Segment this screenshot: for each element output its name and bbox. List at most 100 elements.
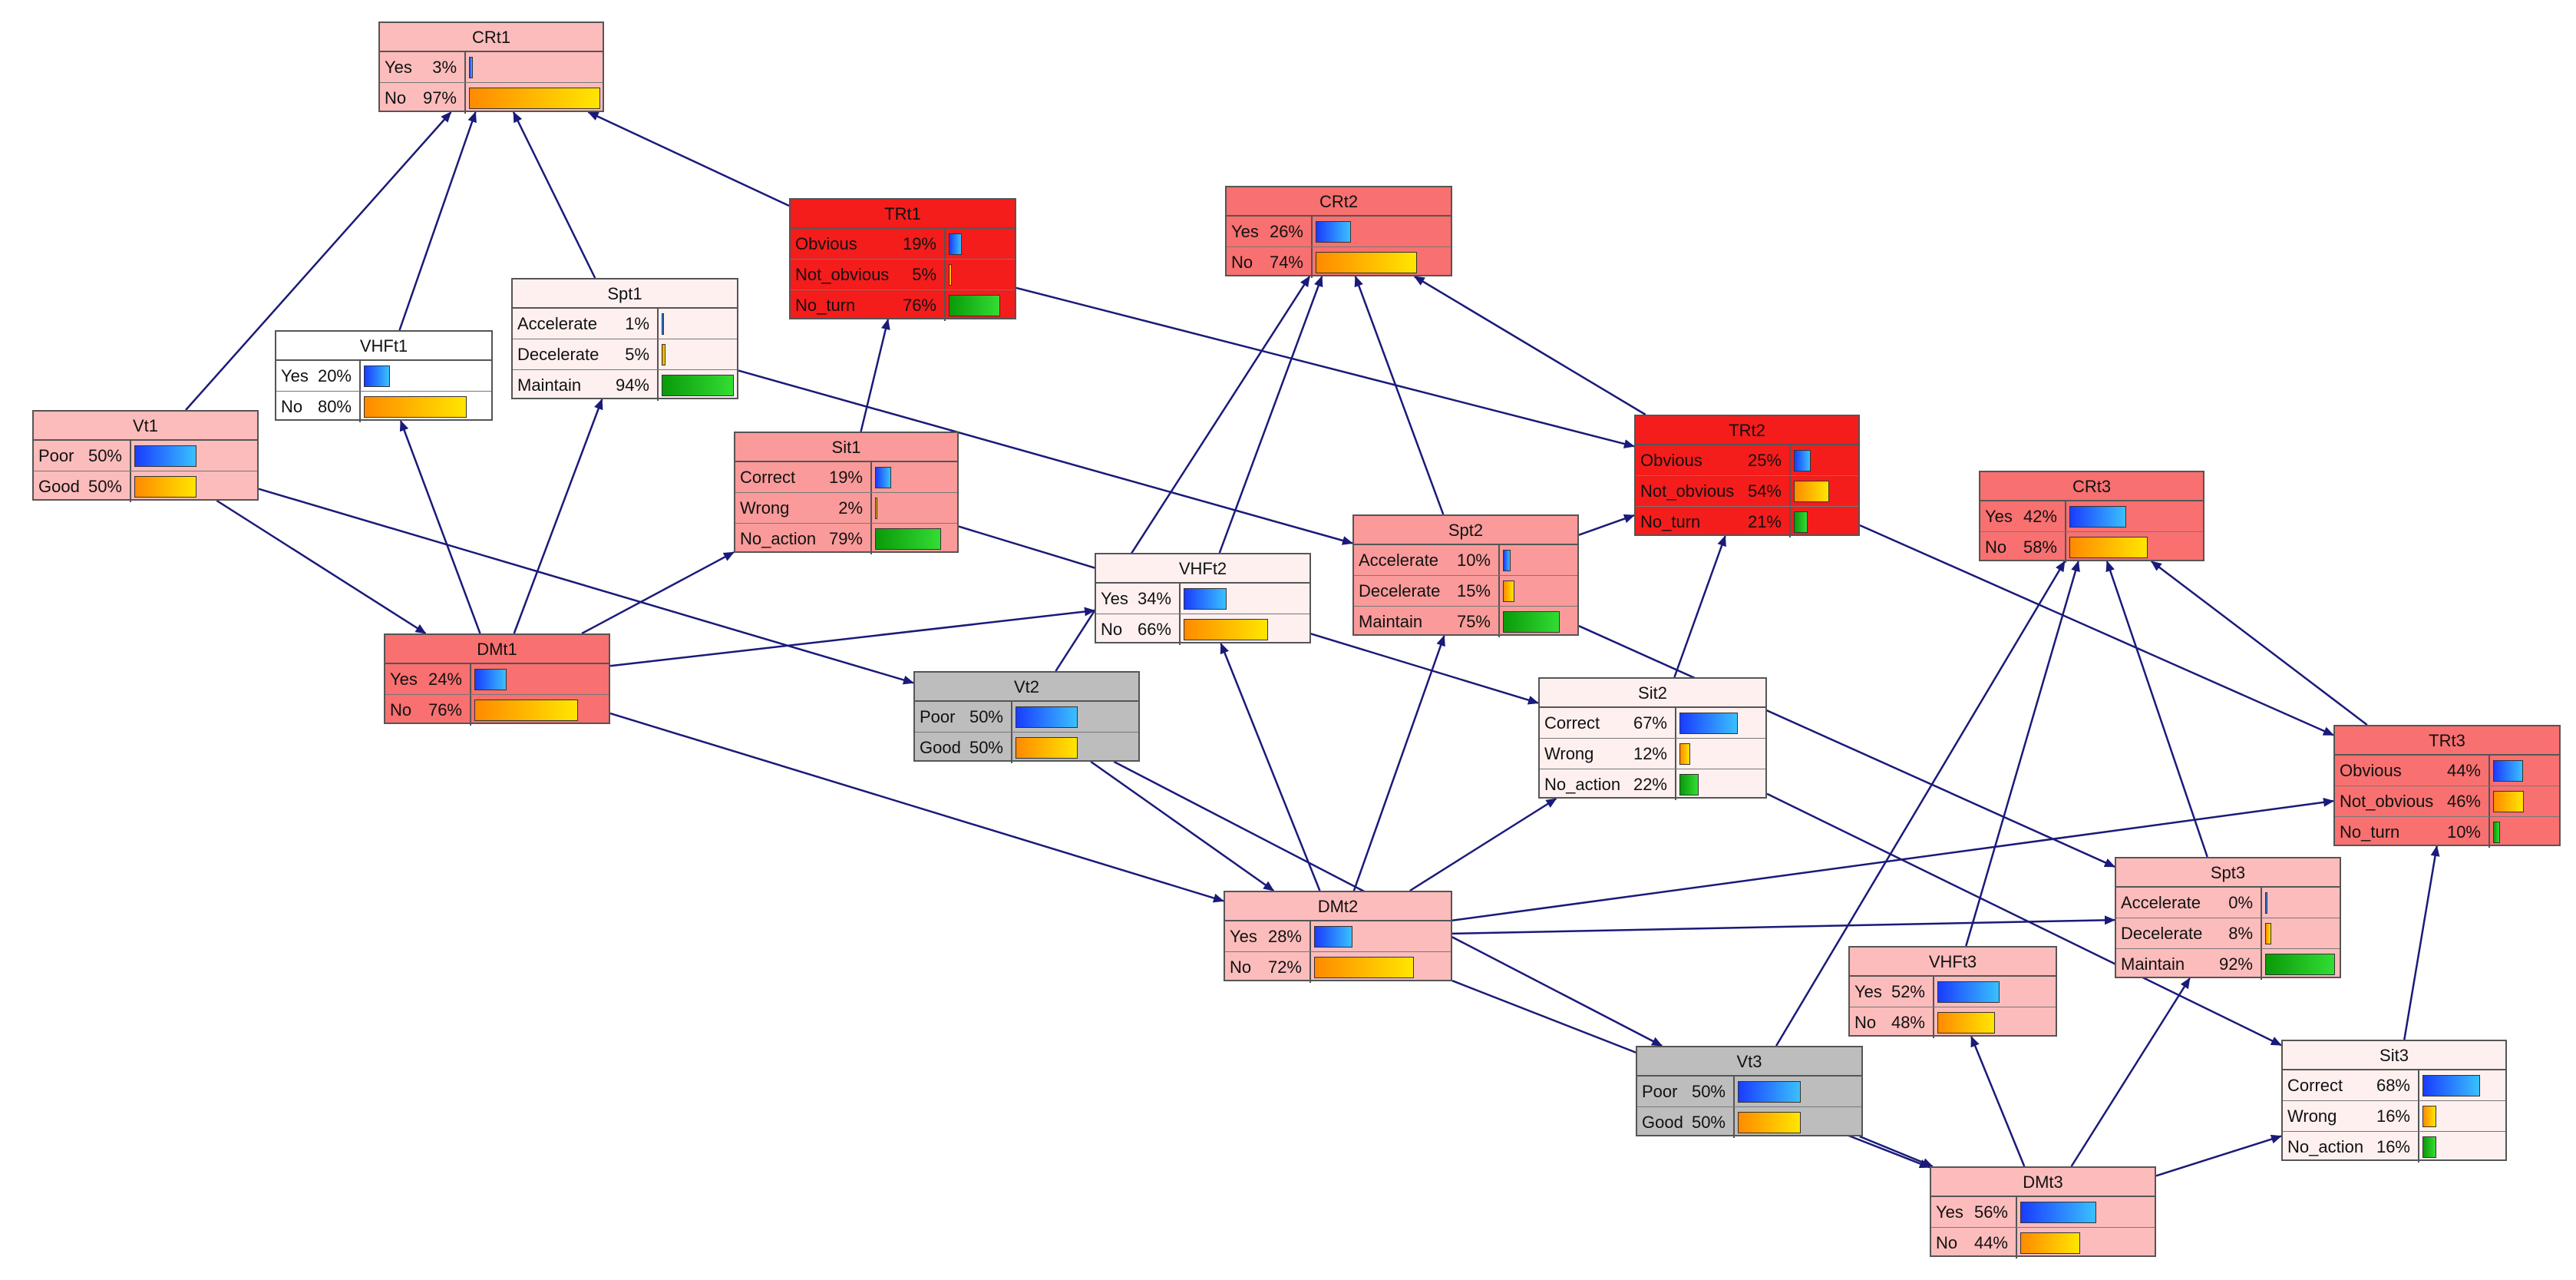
probability-bar xyxy=(2493,760,2523,782)
node-title: DMt1 xyxy=(385,635,609,664)
node-title: CRt3 xyxy=(1980,472,2203,501)
probability-bar xyxy=(2493,791,2524,812)
edge-dmt2-to-spt3 xyxy=(1451,915,2115,935)
state-label: Decelerate xyxy=(2121,924,2203,943)
probability-bar xyxy=(134,445,197,467)
probability-bar xyxy=(1016,737,1078,759)
state-label: No xyxy=(390,700,412,719)
state-divider xyxy=(464,52,466,82)
edge-trt1-to-trt2 xyxy=(1016,286,1635,448)
probability-bar xyxy=(1503,550,1511,571)
edge-vhft2-to-crt2 xyxy=(1218,276,1323,554)
state-divider xyxy=(359,361,361,391)
edge-sit2-to-sit3 xyxy=(1766,792,2282,1047)
state-label: Poor xyxy=(920,707,956,726)
state-row-not-obvious: Not_obvious 46% xyxy=(2335,786,2559,817)
state-label: Not_obvious xyxy=(2340,792,2434,811)
state-divider xyxy=(944,290,946,321)
state-divider xyxy=(1498,545,1500,575)
edge-sit3-to-trt3 xyxy=(2403,845,2440,1040)
state-percent: 92% xyxy=(2218,954,2253,974)
node-title: VHFt1 xyxy=(276,332,491,361)
probability-bar xyxy=(1738,1081,1801,1103)
edge-spt3-to-crt3 xyxy=(2105,561,2208,858)
state-divider xyxy=(1933,1007,1934,1038)
state-label: No xyxy=(1231,253,1253,272)
state-label: Decelerate xyxy=(517,345,599,364)
state-divider xyxy=(1498,607,1500,637)
state-label: Good xyxy=(1642,1113,1683,1132)
state-divider xyxy=(2016,1228,2017,1259)
state-divider xyxy=(2016,1197,2017,1227)
state-percent: 54% xyxy=(1747,481,1782,501)
state-divider xyxy=(1733,1107,1735,1138)
state-percent: 16% xyxy=(2376,1106,2410,1126)
probability-bar xyxy=(662,375,734,396)
node-title: DMt2 xyxy=(1225,892,1451,921)
edge-trt2-to-trt3 xyxy=(1859,524,2334,736)
state-percent: 76% xyxy=(902,296,936,315)
state-percent: 19% xyxy=(902,234,936,253)
probability-bar xyxy=(2265,954,2335,975)
state-percent: 50% xyxy=(88,477,122,496)
edge-dmt1-to-dmt2 xyxy=(609,712,1224,903)
state-divider xyxy=(2418,1101,2419,1131)
probability-bar xyxy=(2265,892,2267,914)
state-percent: 75% xyxy=(1456,612,1491,631)
edge-dmt1-to-spt1 xyxy=(513,399,603,634)
node-title: Sit1 xyxy=(735,433,957,462)
probability-bar xyxy=(1314,926,1352,948)
probability-bar xyxy=(875,528,941,550)
state-label: Yes xyxy=(1230,927,1257,946)
state-percent: 5% xyxy=(625,345,649,364)
edge-vhft3-to-crt3 xyxy=(1965,561,2080,947)
probability-bar xyxy=(1937,1012,1995,1034)
state-label: No_turn xyxy=(795,296,856,315)
state-divider xyxy=(470,695,471,726)
node-title: VHFt3 xyxy=(1850,948,2056,977)
state-divider xyxy=(1675,708,1676,738)
state-percent: 46% xyxy=(2446,792,2481,811)
state-divider xyxy=(657,309,659,339)
state-divider xyxy=(2488,756,2490,786)
edge-sit1-to-trt1 xyxy=(860,319,890,432)
